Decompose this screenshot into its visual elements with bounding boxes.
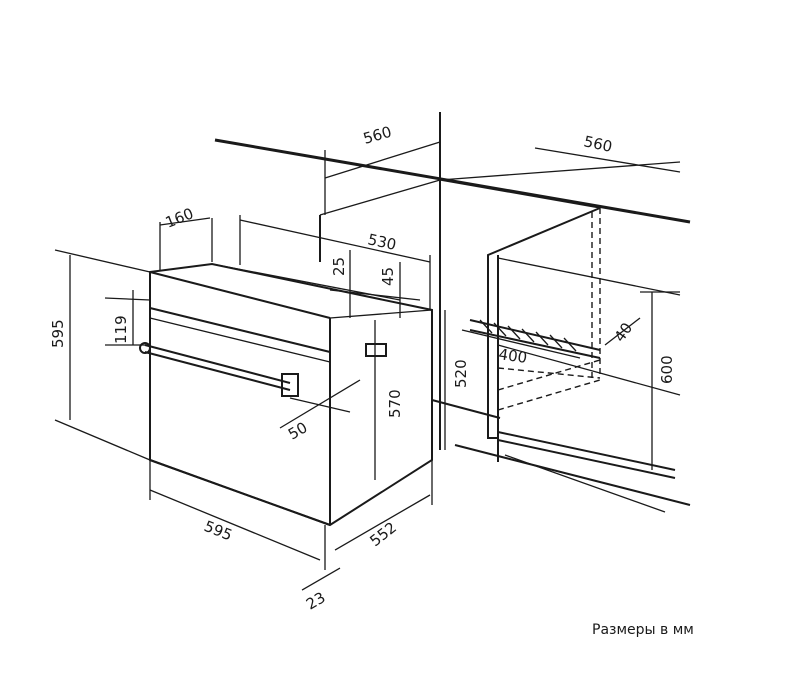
- oven-front-bottom-edge: [149, 459, 331, 526]
- dim-niche-height: 520: [452, 359, 470, 388]
- worktop-right-front: [439, 179, 601, 209]
- dim-opening-width-top: 560: [582, 132, 614, 156]
- oven-top-right: [329, 309, 433, 319]
- dim-panel-height: 119: [112, 315, 130, 344]
- door-top-edge: [149, 317, 331, 363]
- dim-panel-offset: 25: [330, 257, 348, 276]
- dim-panel-depth: 160: [163, 204, 196, 231]
- dim-front-thickness: 23: [303, 588, 329, 613]
- worktop-left-front: [319, 179, 441, 216]
- opening-left-frame: [487, 207, 601, 462]
- dim-cabinet-width-top: 560: [361, 123, 393, 148]
- vent-grille: [469, 319, 601, 359]
- oven-handle: [139, 342, 299, 397]
- worktop-back-edge: [214, 138, 691, 224]
- plinth-line: [454, 444, 691, 506]
- dim-body-width: 552: [366, 518, 400, 550]
- dim-overall-width: 595: [202, 517, 235, 544]
- opening-mid-line: [497, 344, 681, 396]
- opening-floor-front: [497, 431, 676, 471]
- vent-slot: [365, 343, 387, 357]
- hidden-floor-diag: [497, 379, 601, 411]
- dim-opening-height: 600: [658, 355, 676, 384]
- dim-vent-offset: 45: [379, 267, 397, 286]
- hidden-floor-front: [497, 367, 601, 379]
- control-panel-bottom: [149, 307, 331, 353]
- opening-base-line: [504, 454, 666, 513]
- dimension-lines: [54, 141, 681, 591]
- niche-floor-line: [431, 399, 501, 419]
- hidden-floor-mid: [497, 359, 601, 391]
- dim-vent-depth: 400: [497, 345, 528, 367]
- dim-overall-height: 595: [49, 319, 67, 348]
- oven-front-top-edge: [149, 271, 331, 319]
- dim-oven-depth: 530: [366, 230, 398, 254]
- units-note: Размеры в мм: [592, 622, 694, 638]
- opening-top-line: [497, 257, 681, 296]
- opening-floor-back: [497, 439, 676, 479]
- dim-body-height: 570: [386, 389, 404, 418]
